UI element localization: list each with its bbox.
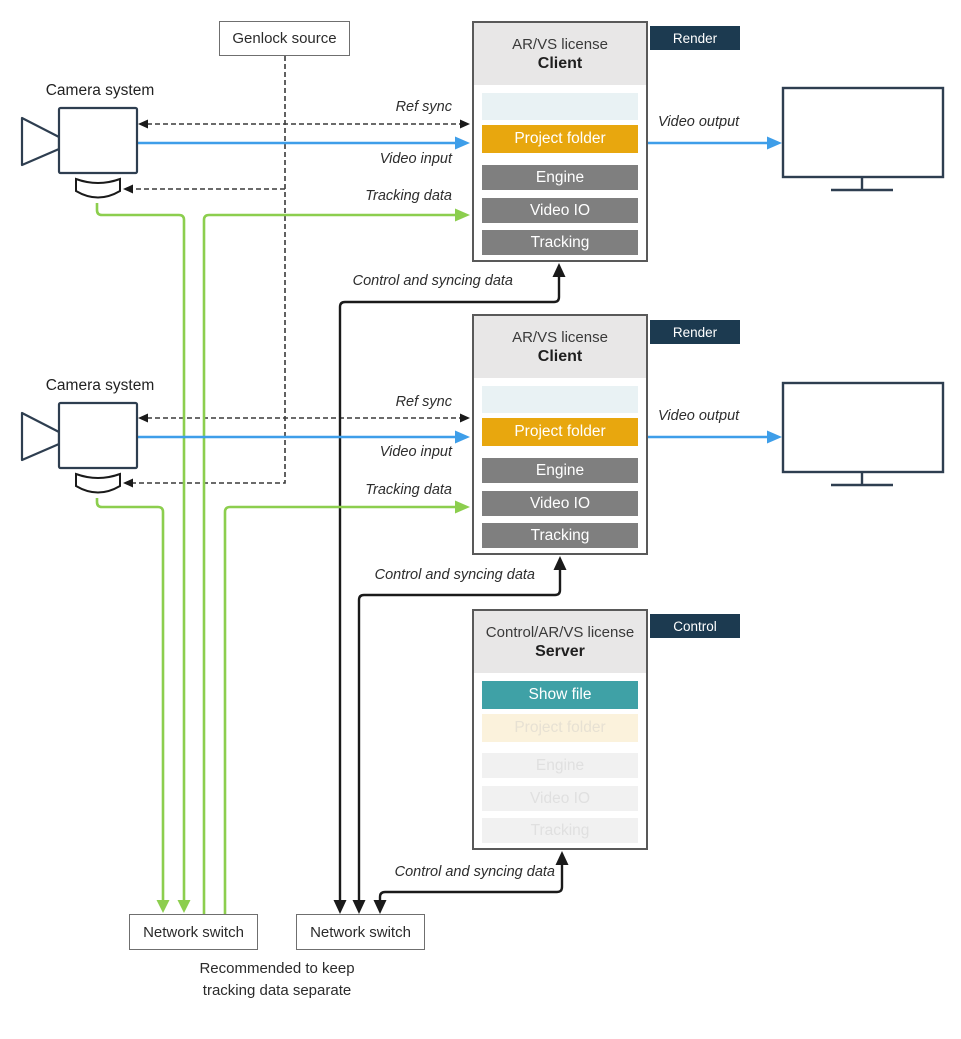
server-row-show-file: Show file xyxy=(482,681,638,709)
tracking-line-sensor1-to-switch xyxy=(95,203,186,900)
ref-sync-label-2: Ref sync xyxy=(395,394,452,410)
server-control-tag: Control xyxy=(650,614,740,638)
control-syncing-label-3: Control and syncing data xyxy=(394,864,555,880)
server-row-tracking: Tracking xyxy=(482,818,638,843)
sensor-1-sync-arrowhead xyxy=(123,184,133,194)
camera-2-device-line2: Tracking xyxy=(79,427,117,438)
caption-line1: Recommended to keep xyxy=(199,960,355,977)
camera-2-device-label: Camera + Tracking system xyxy=(60,412,136,454)
camera-1-device-line2: Tracking xyxy=(79,132,117,143)
tracking-switch-arrowhead-2 xyxy=(156,900,170,913)
genlock-source-label: Genlock source xyxy=(232,30,337,47)
video-output-label-1: Video output xyxy=(658,114,740,130)
monitor-2-stand xyxy=(831,472,893,487)
video-input-2-arrowhead xyxy=(455,430,470,444)
monitor-1-icon xyxy=(781,86,945,192)
tracking-recommendation-caption: Recommended to keep tracking data separa… xyxy=(130,958,424,1002)
video-output-2-arrowhead xyxy=(767,430,782,444)
server-box: Control/AR/VS license Server Show file P… xyxy=(472,609,648,850)
tracking-line-switch-to-client1 xyxy=(202,213,455,914)
network-switch-1-box: Network switch xyxy=(129,914,258,950)
tracking-data-label-1: Tracking data xyxy=(365,188,452,204)
camera-1-device-line1: Camera + xyxy=(75,118,121,129)
video-output-1-arrowhead xyxy=(767,136,782,150)
monitor-1-screen xyxy=(781,86,945,179)
client-2-render-tag: Render xyxy=(650,320,740,344)
client-1-license: AR/VS license xyxy=(512,35,608,53)
video-input-label-2: Video input xyxy=(379,444,452,460)
client-1-row-video-io: Video IO xyxy=(482,198,638,223)
client-2-row-tracking: Tracking xyxy=(482,523,638,548)
server-row-project-folder: Project folder xyxy=(482,714,638,742)
network-switch-2-label: Network switch xyxy=(310,923,411,941)
camera-1-lens xyxy=(20,116,61,167)
server-role: Server xyxy=(535,642,585,660)
video-input-label-1: Video input xyxy=(379,151,452,167)
tracking-client-1-arrowhead xyxy=(455,208,470,222)
network-switch-2-box: Network switch xyxy=(296,914,425,950)
client-1-header: AR/VS license Client xyxy=(474,23,646,85)
camera-2-lens xyxy=(20,411,61,462)
client-2-role: Client xyxy=(537,347,583,365)
client-2-row-project-folder: Project folder xyxy=(482,418,638,446)
camera-system-2-title: Camera system xyxy=(45,377,155,394)
ref-sync-1-right-arrowhead xyxy=(460,119,470,129)
control-client-2-arrowhead xyxy=(553,556,567,570)
client-2-row-video-io: Video IO xyxy=(482,491,638,516)
tracking-sensor-2-icon xyxy=(75,472,121,494)
monitor-1-stand xyxy=(831,177,893,192)
camera-2-device-line3: system xyxy=(82,441,114,452)
client-2-license: AR/VS license xyxy=(512,328,608,346)
video-input-1-arrowhead xyxy=(455,136,470,150)
server-license: Control/AR/VS license xyxy=(485,623,635,641)
camera-1-device-line3: system xyxy=(82,146,114,157)
client-1-render-tag: Render xyxy=(650,26,740,50)
server-row-engine: Engine xyxy=(482,753,638,778)
tracking-switch-arrowhead-1 xyxy=(177,900,191,913)
control-syncing-label-1: Control and syncing data xyxy=(352,273,513,289)
video-output-label-2: Video output xyxy=(658,408,740,424)
control-server-arrowhead xyxy=(555,851,569,865)
server-row-video-io: Video IO xyxy=(482,786,638,811)
camera-1-device-label: Camera + Tracking system xyxy=(60,117,136,159)
tracking-sensor-1-icon xyxy=(75,177,121,199)
client-1-row-engine: Engine xyxy=(482,165,638,190)
sensor-2-sync-arrowhead xyxy=(123,478,133,488)
tracking-client-2-arrowhead xyxy=(455,500,470,514)
client-1-role: Client xyxy=(537,54,583,72)
caption-line2: tracking data separate xyxy=(202,982,352,999)
client-2-row-engine: Engine xyxy=(482,458,638,483)
ref-sync-1-left-arrowhead xyxy=(138,119,148,129)
client-2-box: AR/VS license Client Project folder Engi… xyxy=(472,314,648,555)
camera-system-1-title: Camera system xyxy=(45,82,155,99)
ref-sync-2-left-arrowhead xyxy=(138,413,148,423)
client-1-row-showfile xyxy=(482,93,638,120)
ref-sync-label-1: Ref sync xyxy=(395,99,452,115)
genlock-sync-line xyxy=(133,56,286,484)
camera-2-device-line1: Camera + xyxy=(75,413,121,424)
control-switch-arrowhead-1 xyxy=(333,900,347,914)
ref-sync-2-right-arrowhead xyxy=(460,413,470,423)
monitor-2-screen xyxy=(781,381,945,474)
tracking-line-sensor2-to-switch xyxy=(95,498,165,900)
server-header: Control/AR/VS license Server xyxy=(474,611,646,673)
control-switch-arrowhead-2 xyxy=(352,900,366,914)
client-2-header: AR/VS license Client xyxy=(474,316,646,378)
control-client-1-arrowhead xyxy=(552,263,566,277)
tracking-data-label-2: Tracking data xyxy=(365,482,452,498)
network-switch-1-label: Network switch xyxy=(143,923,244,941)
client-1-row-project-folder: Project folder xyxy=(482,125,638,153)
client-1-box: AR/VS license Client Project folder Engi… xyxy=(472,21,648,262)
control-switch-arrowhead-3 xyxy=(373,900,387,914)
genlock-source-box: Genlock source xyxy=(219,21,350,56)
client-2-row-showfile xyxy=(482,386,638,413)
monitor-2-icon xyxy=(781,381,945,487)
client-1-row-tracking: Tracking xyxy=(482,230,638,255)
control-syncing-label-2: Control and syncing data xyxy=(374,567,535,583)
